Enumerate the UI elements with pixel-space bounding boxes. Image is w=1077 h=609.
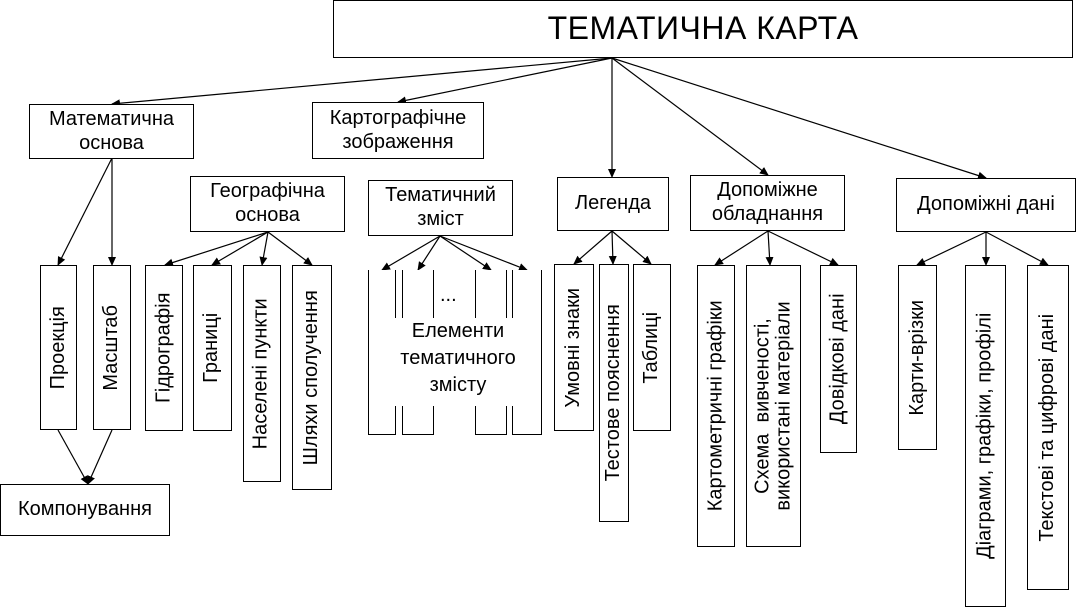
aux-data-label: Допоміжні дані: [917, 193, 1055, 216]
thematic-ellipsis: ...: [440, 284, 457, 306]
routes-node: Шляхи сполучення: [292, 265, 332, 490]
cartometric-graphs-node: Картометричні графіки: [697, 265, 735, 547]
aux-data-node: Допоміжні дані: [896, 178, 1076, 232]
thematic-content-node: Тематичний зміст: [368, 180, 513, 236]
reference-data-node: Довідкові дані: [820, 265, 857, 453]
diagrams-label: Діаграми, графіки, профілі: [973, 312, 996, 560]
diagrams-node: Діаграми, графіки, профілі: [965, 265, 1006, 607]
text-explanation-node: Тестове пояснення: [599, 264, 629, 522]
thematic-content-label: Тематичний зміст: [385, 184, 496, 230]
tables-node: Таблиці: [633, 264, 671, 431]
projection-node: Проекція: [40, 265, 77, 430]
reference-data-label: Довідкові дані: [826, 293, 849, 425]
scale-node: Масштаб: [93, 265, 131, 430]
settlements-label: Населені пункти: [250, 297, 273, 450]
tables-label: Таблиці: [640, 311, 663, 384]
aux-equipment-label: Допоміжне обладнання: [711, 179, 824, 225]
hydrography-label: Гідрографія: [152, 292, 175, 404]
geo-base-label: Географічна основа: [210, 180, 325, 226]
borders-label: Границі: [200, 312, 223, 384]
cartometric-graphs-label: Картометричні графіки: [704, 300, 727, 512]
layout-node: Компонування: [0, 484, 170, 536]
symbols-label: Умовні знаки: [562, 287, 585, 408]
math-base-node: Математична основа: [29, 104, 194, 159]
legend-label: Легенда: [574, 192, 652, 215]
root-node: ТЕМАТИЧНА КАРТА: [333, 0, 1073, 58]
symbols-node: Умовні знаки: [554, 264, 594, 431]
math-base-label: Математична основа: [49, 107, 174, 154]
cartographic-image-node: Картографічне зображення: [312, 102, 484, 159]
cartographic-image-label: Картографічне зображення: [329, 106, 467, 153]
inset-maps-label: Карти-врізки: [905, 299, 928, 416]
thematic-elements-label: Елементи тематичного змісту: [386, 318, 530, 406]
borders-node: Границі: [193, 265, 232, 431]
root-title: ТЕМАТИЧНА КАРТА: [547, 10, 859, 47]
text-numeric-node: Текстові та цифрові дані: [1027, 265, 1069, 590]
hydrography-node: Гідрографія: [145, 265, 183, 431]
inset-maps-node: Карти-врізки: [898, 265, 937, 450]
scale-label: Масштаб: [100, 304, 123, 391]
study-scheme-node: Схема вивченості, використані матеріали: [746, 265, 801, 547]
layout-label: Компонування: [18, 498, 152, 521]
projection-label: Проекція: [46, 305, 69, 390]
text-explanation-label: Тестове пояснення: [602, 304, 625, 482]
geo-base-node: Географічна основа: [190, 176, 345, 232]
study-scheme-label: Схема вивченості, використані матеріали: [751, 301, 795, 511]
text-numeric-label: Текстові та цифрові дані: [1036, 313, 1059, 542]
aux-equipment-node: Допоміжне обладнання: [690, 175, 845, 231]
routes-label: Шляхи сполучення: [300, 289, 323, 466]
settlements-node: Населені пункти: [243, 265, 281, 482]
legend-node: Легенда: [557, 177, 669, 231]
